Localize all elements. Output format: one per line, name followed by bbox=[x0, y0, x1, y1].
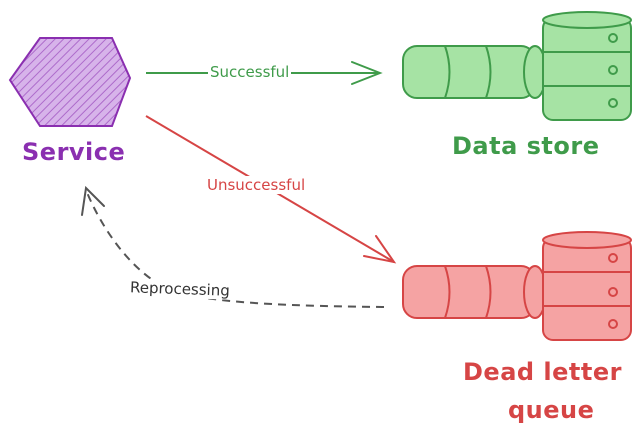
hexagon-hatch bbox=[10, 38, 130, 126]
data-store-node bbox=[402, 11, 632, 121]
reprocessing-edge-label: Reprocessing bbox=[127, 278, 233, 300]
dead-letter-queue-label-line1: Dead letter bbox=[463, 358, 622, 386]
dead-letter-queue-node bbox=[402, 231, 632, 341]
data-store-label: Data store bbox=[452, 132, 600, 160]
dead-letter-queue-label-line2: queue bbox=[508, 396, 595, 424]
service-label: Service bbox=[22, 138, 126, 166]
queue-pipe-icon bbox=[402, 265, 547, 319]
unsuccessful-edge-label: Unsuccessful bbox=[205, 176, 308, 194]
successful-edge-label: Successful bbox=[208, 63, 292, 81]
database-icon bbox=[542, 11, 632, 121]
service-node bbox=[8, 37, 132, 127]
database-icon bbox=[542, 231, 632, 341]
queue-pipe-icon bbox=[402, 45, 547, 99]
